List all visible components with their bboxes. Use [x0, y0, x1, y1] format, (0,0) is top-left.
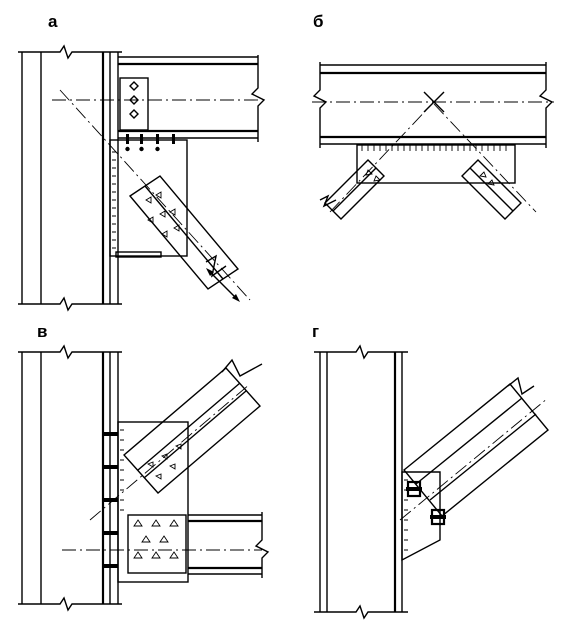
brace-g: [399, 376, 549, 521]
column-g: [314, 344, 408, 620]
brace-a: [59, 89, 251, 302]
beam-v: [62, 512, 270, 578]
brace-v: [89, 358, 263, 521]
panel-label-g: г: [312, 322, 319, 341]
beam-b: [312, 62, 554, 148]
panel-a: а: [18, 12, 266, 312]
column-a: [18, 44, 122, 312]
panel-label-b: б: [313, 12, 324, 31]
brace-b-right: [433, 103, 537, 220]
brace-b-left: [319, 103, 433, 220]
beam-a: [52, 55, 266, 142]
column-v: [18, 344, 122, 612]
panel-b: б: [312, 12, 554, 220]
gusset-plate-b: [356, 144, 516, 184]
panel-v: в: [18, 322, 270, 612]
panel-g: г: [312, 322, 549, 620]
gusset-plate-v: [104, 421, 189, 583]
panel-label-a: а: [48, 12, 58, 31]
panel-label-v: в: [37, 322, 47, 341]
bolt-group-g: [406, 480, 446, 526]
end-plate-a: [119, 77, 149, 131]
gusset-plate-a: [109, 134, 188, 258]
